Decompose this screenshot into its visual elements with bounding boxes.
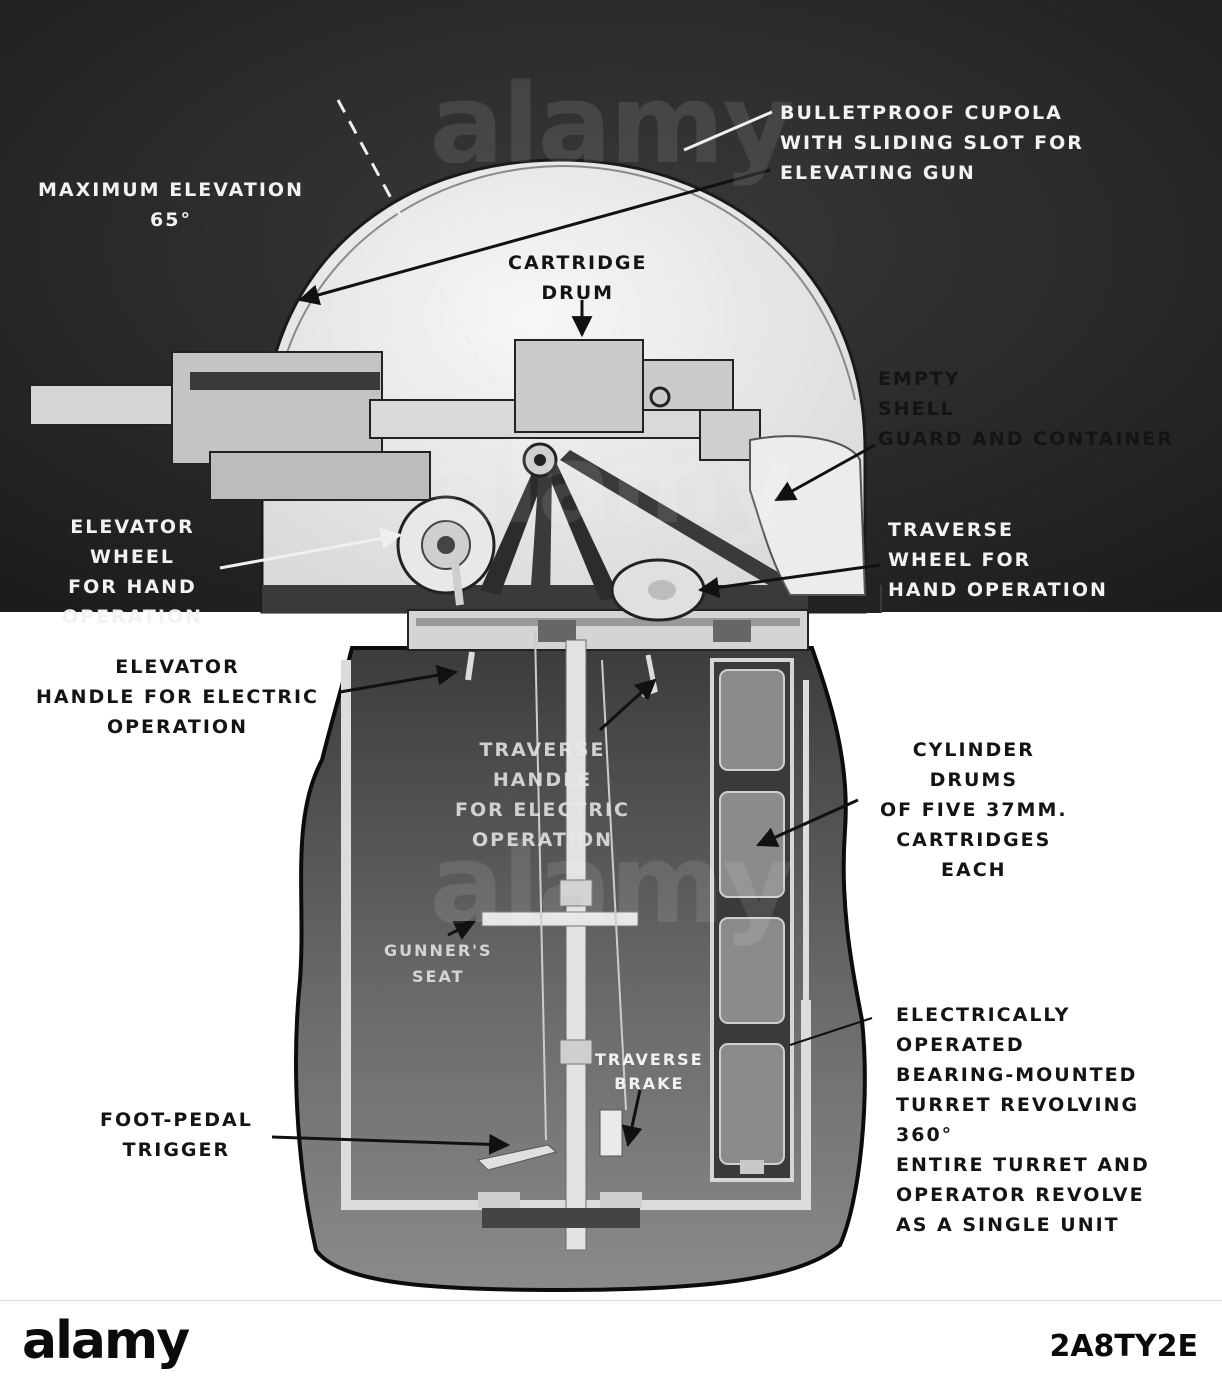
post-collar	[559, 879, 593, 907]
gun-mount	[480, 442, 800, 600]
slot-leader	[297, 168, 771, 306]
image-id: 2A8TY2E	[1049, 1329, 1198, 1364]
leader-lines	[219, 110, 881, 1155]
traverse-wheel-arrow	[697, 563, 881, 598]
cupola-leader	[683, 110, 773, 152]
platform-bracket	[538, 620, 576, 642]
brake-cable	[601, 659, 627, 1111]
elevator-handle	[465, 651, 475, 681]
gunners-seat	[481, 911, 639, 927]
gunners-seat-arrow	[447, 920, 476, 940]
footer-bar: alamy 2A8TY2E	[0, 1300, 1222, 1391]
label-turret-description: ELECTRICALLY OPERATED BEARING-MOUNTED TU…	[896, 1004, 1150, 1236]
watermark-text: alamy	[429, 60, 795, 188]
foot-pedal-arrow	[271, 1133, 511, 1155]
label-bulletproof-cupola: BULLETPROOF CUPOLA WITH SLIDING SLOT FOR…	[780, 102, 1084, 184]
cylinder-drums-arrow	[756, 798, 859, 847]
label-elevator-handle: ELEVATOR HANDLE FOR ELECTRIC OPERATION	[36, 656, 319, 738]
elevation-dashed-line	[336, 99, 494, 386]
floor-block-left	[478, 1192, 520, 1208]
floor-block-right	[600, 1192, 642, 1208]
label-traverse-wheel: TRAVERSE WHEEL FOR HAND OPERATION	[888, 519, 1108, 601]
center-post	[565, 639, 587, 1251]
label-traverse-brake: TRAVERSE BRAKE	[595, 1050, 704, 1093]
diagram-canvas	[0, 0, 1222, 1293]
gun-assembly	[29, 339, 867, 596]
turret-leader	[789, 1017, 873, 1046]
elevator-handle-arrow	[339, 664, 459, 694]
platform-rail	[416, 618, 800, 626]
post-collar-lower	[559, 1039, 593, 1065]
traverse-wheel	[610, 558, 706, 622]
alamy-logo: alamy	[22, 1311, 190, 1371]
foot-pedal	[476, 1144, 558, 1171]
cupola-rim	[274, 164, 856, 401]
label-foot-pedal-trigger: FOOT-PEDAL TRIGGER	[100, 1109, 253, 1161]
label-gunners-seat: GUNNER'S SEAT	[384, 941, 493, 986]
elevator-wheel-arrow	[219, 528, 403, 570]
platform-bracket-right	[713, 620, 751, 642]
traverse-handle-arrow	[598, 678, 657, 732]
watermark-text: alamy	[429, 820, 795, 948]
label-elevator-wheel: ELEVATOR WHEEL FOR HAND OPERATION	[62, 516, 203, 628]
label-empty-shell: EMPTY SHELL GUARD AND CONTAINER	[878, 368, 1174, 450]
empty-shell-arrow	[774, 443, 876, 502]
watermark-text: alamy	[429, 420, 795, 548]
traverse-brake	[599, 1109, 623, 1157]
label-traverse-handle: TRAVERSE HANDLE FOR ELECTRIC OPERATION	[455, 739, 630, 851]
label-cylinder-drums: CYLINDER DRUMS OF FIVE 37MM. CARTRIDGES …	[880, 739, 1068, 881]
floor-base	[482, 1208, 640, 1228]
traverse-brake-arrow	[621, 1089, 643, 1148]
cylinder-drum-stack	[710, 658, 794, 1182]
label-maximum-elevation: MAXIMUM ELEVATION 65°	[38, 179, 304, 231]
control-cable	[534, 629, 547, 1141]
label-cartridge-drum: CARTRIDGE DRUM	[508, 252, 648, 304]
